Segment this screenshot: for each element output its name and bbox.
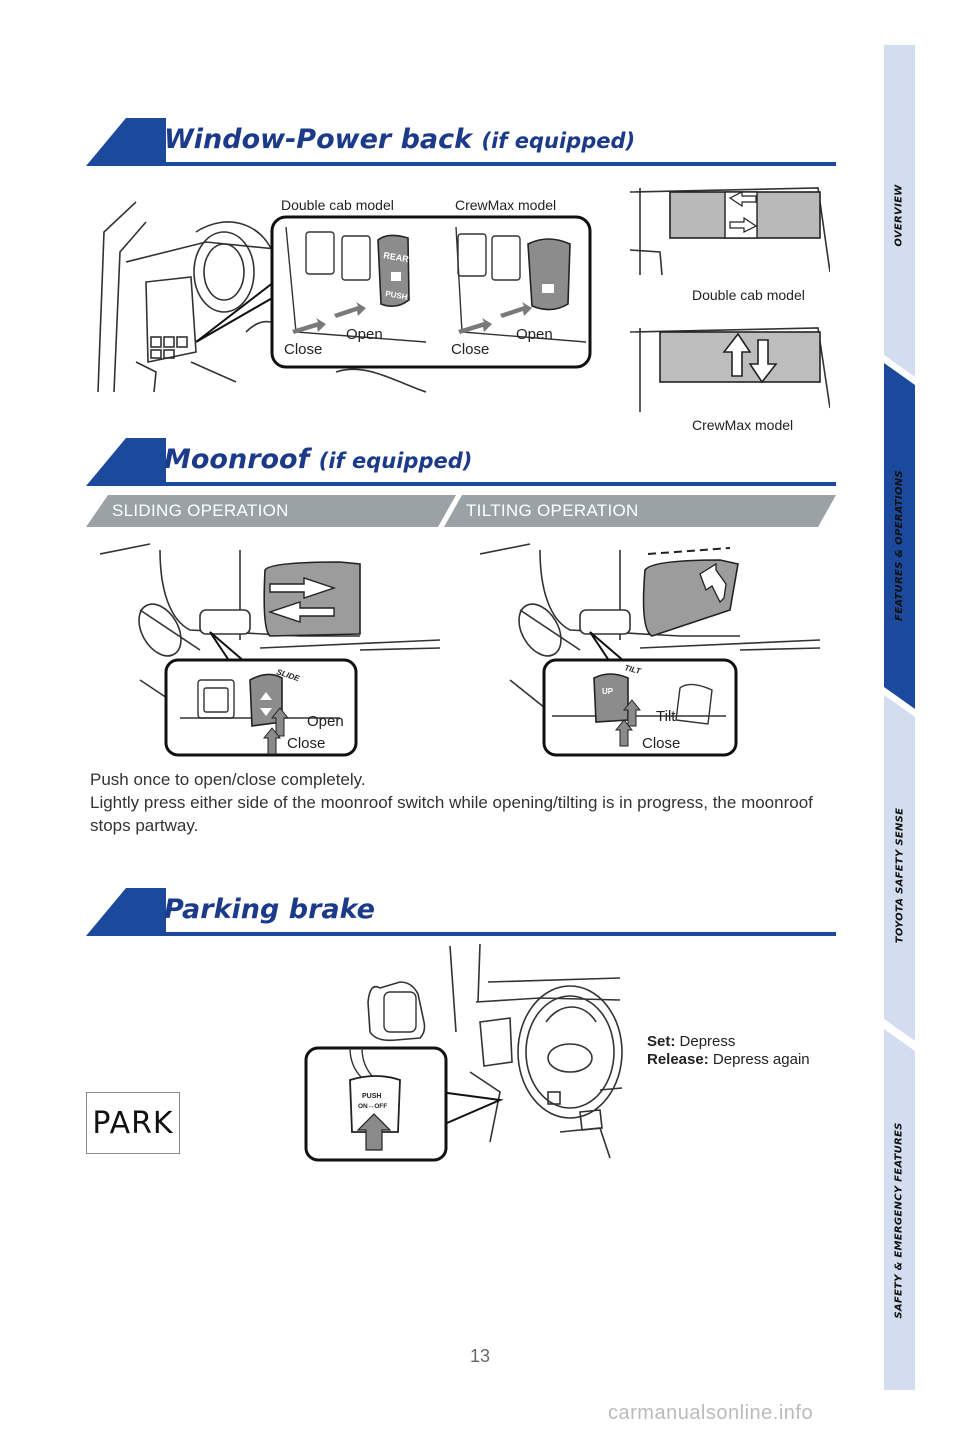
moonroof-open-label: Open [307, 713, 344, 730]
moonroof-sliding-illustration: SLIDE [100, 540, 450, 762]
instruction-line: Push once to open/close completely. [90, 770, 366, 789]
header-accent-tab [86, 888, 166, 936]
moonroof-tilt-close-label: Close [642, 735, 681, 752]
svg-text:REAR: REAR [383, 250, 410, 264]
open-label-left: Open [346, 326, 383, 343]
section-title: Parking brake [164, 894, 375, 925]
sidebar-tab-overview[interactable]: OVERVIEW [894, 183, 906, 247]
crewmax-model-label: CrewMax model [455, 197, 557, 213]
rear-window-switch-illustration: REAR PUSH [96, 192, 616, 402]
tilting-operation-bar: TILTING OPERATION [444, 495, 836, 527]
release-value: Depress again [712, 1051, 810, 1068]
set-label: Set: [647, 1033, 676, 1050]
section-title: Moonroof (if equipped) [164, 444, 473, 475]
svg-text:PUSH: PUSH [362, 1093, 381, 1100]
double-cab-rear-window-illustration [630, 180, 830, 280]
svg-text:ON↔OFF: ON↔OFF [358, 1103, 387, 1110]
crewmax-rear-window-illustration [630, 320, 830, 415]
parking-brake-illustration: PUSH ON↔OFF [300, 942, 625, 1167]
crewmax-model-right-label: CrewMax model [692, 417, 794, 433]
chapter-sidebar: OVERVIEW FEATURES & OPERATIONS TOYOTA SA… [884, 45, 915, 1390]
moonroof-instructions: Push once to open/close completely. Ligh… [90, 768, 830, 837]
parking-brake-instructions: Set: Depress Release: Depress again [647, 1033, 810, 1069]
moonroof-tilting-illustration: TILT UP [480, 540, 835, 762]
section-title: Window-Power back (if equipped) [164, 124, 636, 155]
sidebar-tab-background [884, 695, 915, 1041]
svg-text:TILT: TILT [624, 663, 643, 676]
close-label-left: Close [284, 341, 323, 358]
svg-text:PUSH: PUSH [385, 289, 409, 302]
set-value: Depress [679, 1033, 736, 1050]
sidebar-tab-background [884, 1029, 915, 1390]
double-cab-model-right-label: Double cab model [692, 287, 805, 303]
sidebar-tab-toyota-safety-sense[interactable]: TOYOTA SAFETY SENSE [894, 807, 905, 943]
double-cab-model-label: Double cab model [281, 197, 394, 213]
sidebar-tab-background [884, 45, 915, 377]
parking-brake-header: Parking brake [86, 888, 836, 936]
moonroof-close-label: Close [287, 735, 326, 752]
sidebar-tab-safety-emergency[interactable]: SAFETY & EMERGENCY FEATURES [894, 1121, 906, 1319]
moonroof-tilt-label: Tilt [656, 708, 676, 725]
sidebar-tab-background-active [884, 363, 915, 709]
page-number: 13 [469, 1346, 491, 1366]
svg-text:UP: UP [602, 687, 614, 696]
instruction-line: Lightly press either side of the moonroo… [90, 793, 813, 835]
header-underline [146, 162, 836, 166]
header-underline [146, 482, 836, 486]
release-label: Release: [647, 1051, 709, 1068]
sliding-operation-bar: SLIDING OPERATION [86, 495, 456, 527]
close-label-right: Close [451, 341, 490, 358]
header-accent-tab [86, 438, 166, 486]
sidebar-tab-features-operations[interactable]: FEATURES & OPERATIONS [894, 469, 905, 621]
header-underline [146, 932, 836, 936]
window-power-back-header: Window-Power back (if equipped) [86, 118, 836, 166]
open-label-right: Open [516, 326, 553, 343]
header-accent-tab [86, 118, 166, 166]
moonroof-header: Moonroof (if equipped) [86, 438, 836, 486]
watermark: carmanualsonline.info [608, 1402, 814, 1424]
park-indicator: PARK [86, 1092, 180, 1154]
